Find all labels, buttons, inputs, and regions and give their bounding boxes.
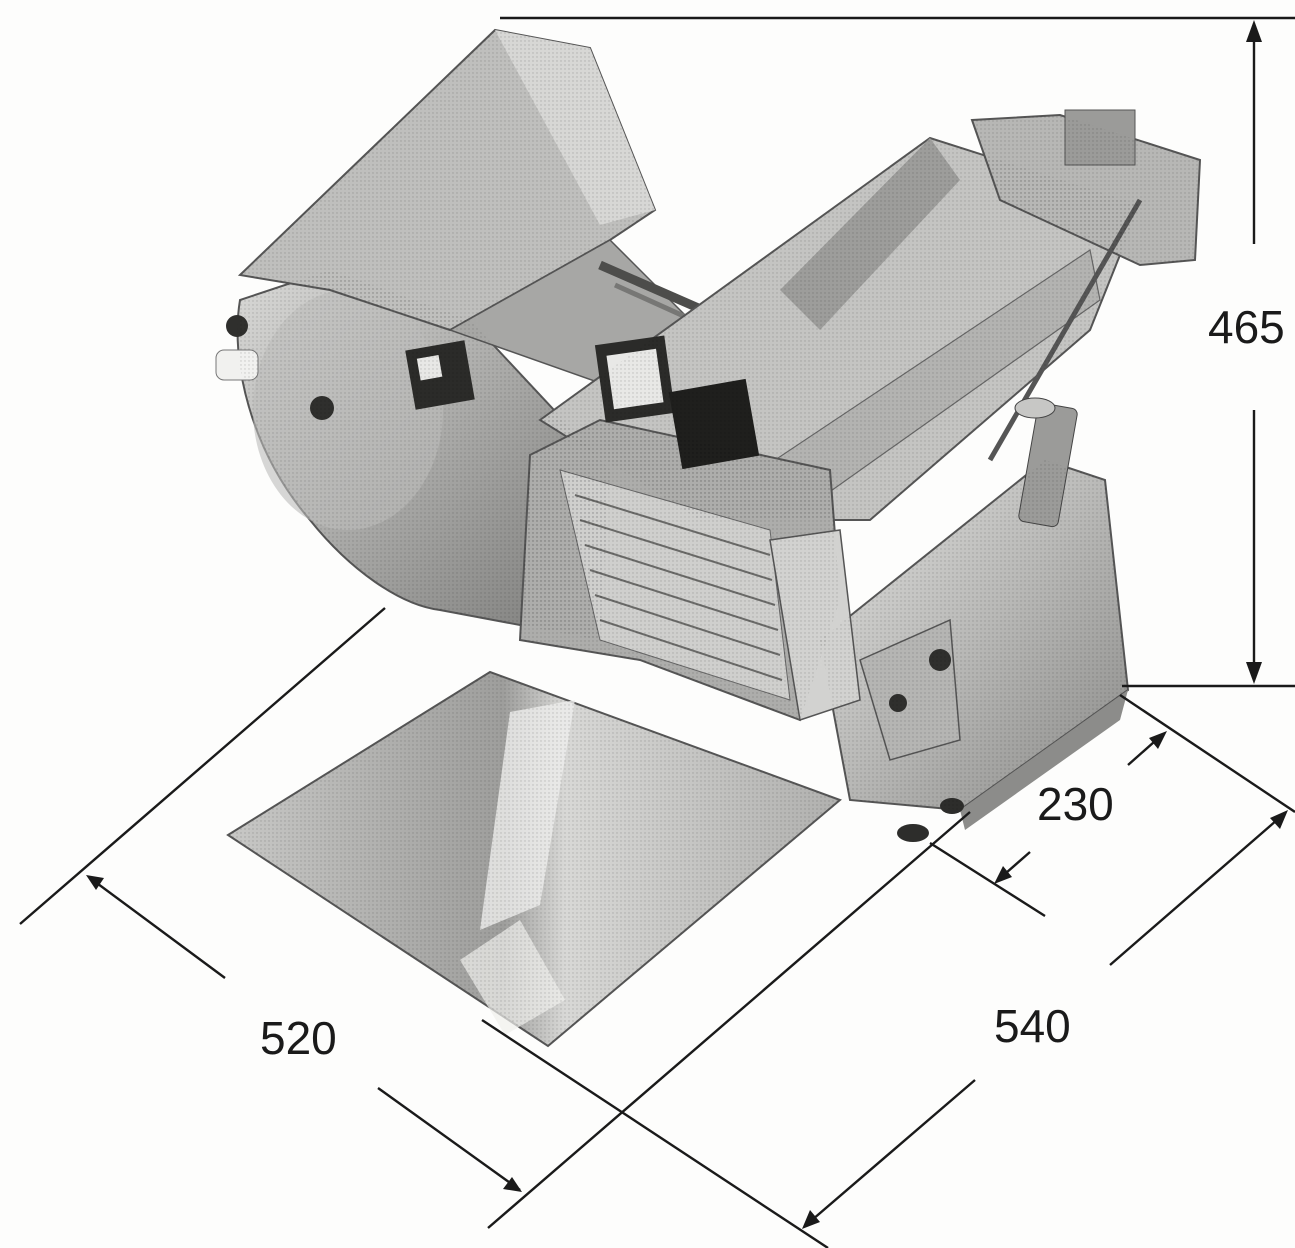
- arrow-left-icon: [86, 875, 104, 890]
- arrow-right-icon: [503, 1177, 522, 1192]
- arrow-down-left-icon: [802, 1210, 820, 1229]
- width-dimension-line: [89, 877, 226, 979]
- arrow-up-right-icon: [1270, 810, 1288, 829]
- extension-line-front: [487, 811, 971, 1229]
- arrow-up-icon: [1246, 20, 1262, 42]
- width-label: 520: [260, 1012, 337, 1064]
- extension-line-base-edge: [481, 1018, 829, 1248]
- arrow-up-right-icon: [1149, 731, 1167, 749]
- arrow-down-icon: [1246, 662, 1262, 684]
- height-label: 465: [1208, 301, 1285, 353]
- machine-foot: [897, 824, 929, 842]
- dimension-lines: [19, 16, 1295, 1248]
- extension-line-left: [19, 607, 386, 925]
- extension-line-right: [1119, 694, 1295, 813]
- depth-small-label: 230: [1037, 778, 1114, 830]
- extension-line-foot: [929, 841, 1046, 918]
- meat-slicer-machine: [215, 28, 1202, 1048]
- depth-dimension-line: [804, 1079, 976, 1227]
- depth-label: 540: [994, 1000, 1071, 1052]
- dimension-labels: 465 230 520 540: [260, 301, 1285, 1064]
- arrow-down-left-icon: [994, 866, 1012, 884]
